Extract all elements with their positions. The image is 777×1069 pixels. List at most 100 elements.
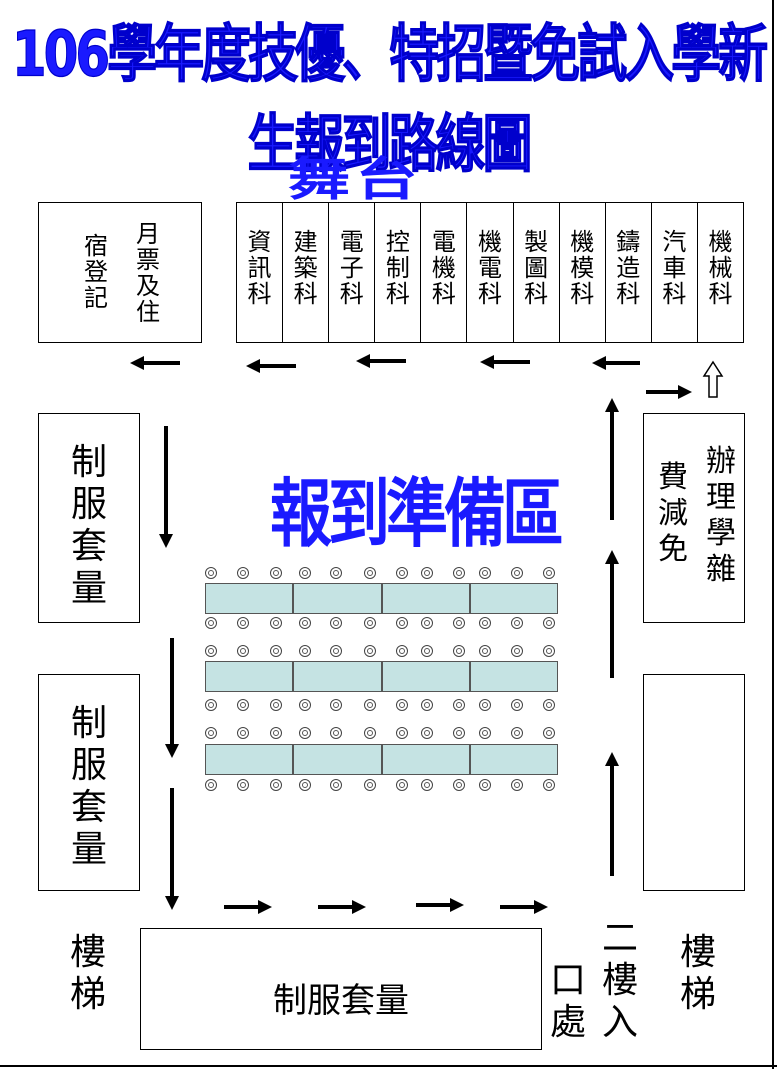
chair-icon	[453, 699, 465, 711]
dorm-registration-box: 月票及住 宿登記	[38, 202, 202, 343]
department-cell: 電機科	[421, 203, 468, 342]
arrow-icon	[246, 359, 296, 373]
chair-icon	[511, 779, 523, 791]
chair-icon	[364, 699, 376, 711]
uniform-box-upper: 制服套量	[38, 413, 140, 623]
arrow-icon	[165, 638, 179, 758]
chair-row	[0, 727, 555, 741]
arrow-icon	[605, 398, 619, 520]
chair-icon	[299, 699, 311, 711]
chair-row	[0, 617, 555, 631]
uniform-label: 制服套量	[273, 981, 409, 1021]
chair-icon	[543, 779, 555, 791]
chair-icon	[270, 727, 282, 739]
chair-icon	[453, 645, 465, 657]
table-row	[205, 583, 558, 614]
chair-icon	[330, 727, 342, 739]
uniform-box-bottom: 制服套量	[140, 928, 542, 1050]
chair-icon	[364, 645, 376, 657]
chair-icon	[396, 779, 408, 791]
chair-icon	[237, 645, 249, 657]
chair-row	[0, 699, 555, 713]
chair-icon	[479, 567, 491, 579]
chair-icon	[364, 617, 376, 629]
chair-icon	[421, 645, 433, 657]
department-label: 製圖科	[524, 228, 549, 308]
department-label: 建築科	[293, 228, 318, 308]
arrow-icon	[605, 550, 619, 678]
chair-icon	[205, 567, 217, 579]
chair-icon	[479, 779, 491, 791]
arrow-icon	[130, 356, 180, 370]
chair-icon	[299, 617, 311, 629]
chair-row	[0, 779, 555, 793]
department-label: 機電科	[478, 228, 503, 308]
arrow-icon	[318, 900, 366, 914]
chair-row	[0, 645, 555, 659]
arrow-icon	[159, 426, 173, 548]
chair-icon	[205, 727, 217, 739]
chair-icon	[237, 779, 249, 791]
chair-icon	[330, 699, 342, 711]
chair-icon	[511, 699, 523, 711]
chair-icon	[421, 617, 433, 629]
chair-icon	[511, 645, 523, 657]
chair-icon	[543, 567, 555, 579]
stairs-left-label: 樓梯	[69, 932, 106, 1015]
chair-icon	[453, 727, 465, 739]
chair-icon	[453, 617, 465, 629]
table-row	[205, 744, 558, 775]
chair-icon	[299, 567, 311, 579]
entrance-label: 口處	[549, 960, 586, 1043]
chair-icon	[479, 617, 491, 629]
tuition-label: 費減免	[658, 460, 688, 567]
department-cell: 製圖科	[514, 203, 560, 342]
department-cell: 機電科	[467, 203, 514, 342]
monthly-ticket-label: 月票及住	[136, 220, 160, 326]
chair-icon	[205, 645, 217, 657]
chair-icon	[330, 617, 342, 629]
chair-icon	[299, 727, 311, 739]
department-label: 電子科	[339, 228, 364, 308]
stairs-right-label: 樓梯	[679, 932, 716, 1015]
chair-icon	[421, 699, 433, 711]
page-title: 106學年度技優、特招暨免試入學新生報到路線圖	[11, 17, 768, 181]
chair-icon	[421, 727, 433, 739]
chair-icon	[330, 645, 342, 657]
department-label: 機械科	[708, 228, 733, 308]
chair-icon	[421, 779, 433, 791]
chair-icon	[237, 567, 249, 579]
department-label: 資訊科	[247, 228, 272, 308]
uniform-box-middle: 制服套量	[38, 674, 140, 891]
department-cell: 汽車科	[652, 203, 698, 342]
chair-icon	[543, 699, 555, 711]
department-cell: 電子科	[329, 203, 376, 342]
department-label: 控制科	[385, 228, 410, 308]
chair-icon	[330, 567, 342, 579]
department-label: 鑄造科	[616, 228, 641, 308]
arrow-icon	[224, 900, 272, 914]
chair-icon	[270, 645, 282, 657]
uniform-label: 制服套量	[70, 442, 107, 609]
arrow-icon	[500, 900, 548, 914]
chair-icon	[396, 727, 408, 739]
department-cell: 鑄造科	[606, 203, 652, 342]
stage-label: 舞台	[288, 152, 423, 206]
department-cell: 機械科	[698, 203, 743, 342]
chair-icon	[396, 645, 408, 657]
department-cell: 機模科	[560, 203, 606, 342]
chair-icon	[205, 699, 217, 711]
chair-icon	[511, 727, 523, 739]
arrow-icon	[356, 354, 406, 368]
arrow-icon	[605, 752, 619, 876]
chair-icon	[364, 567, 376, 579]
chair-icon	[299, 779, 311, 791]
chair-icon	[205, 779, 217, 791]
arrow-icon	[480, 355, 530, 369]
chair-icon	[543, 645, 555, 657]
department-strip: 資訊科建築科電子科控制科電機科機電科製圖科機模科鑄造科汽車科機械科	[236, 202, 744, 343]
frame-bottom-border	[0, 1065, 777, 1067]
chair-icon	[511, 567, 523, 579]
empty-box-right	[643, 674, 745, 891]
